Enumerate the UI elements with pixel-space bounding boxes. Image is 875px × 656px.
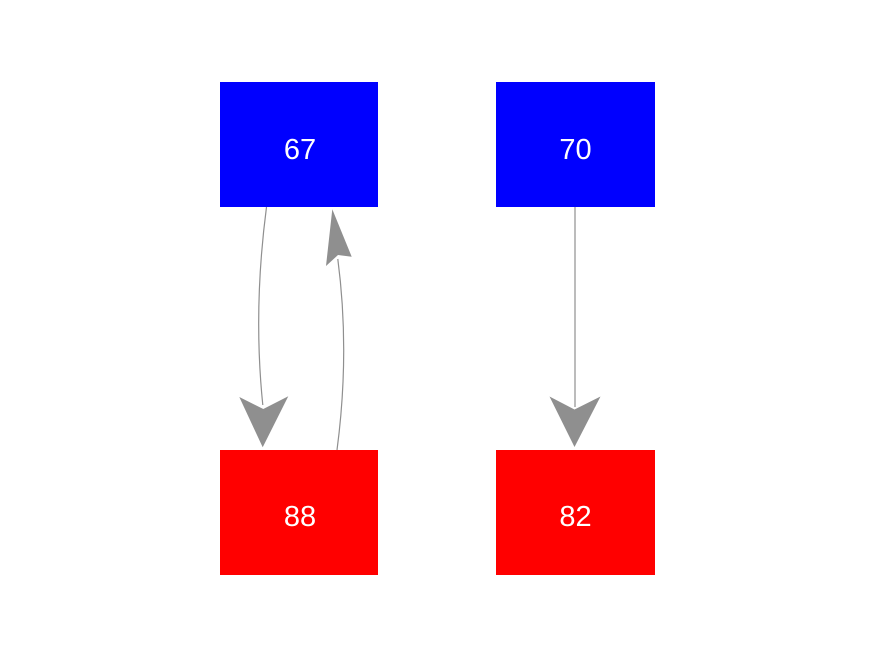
- node-rect-88: [220, 450, 378, 575]
- arrowhead-down-icon: [239, 396, 289, 448]
- node-82: 82: [496, 450, 655, 575]
- arrowhead-down-icon: [549, 396, 601, 447]
- node-67: 67: [220, 82, 378, 207]
- arrowhead-up-icon: [326, 209, 352, 266]
- node-label-67: 67: [284, 134, 316, 166]
- node-rect-70: [496, 82, 655, 207]
- edge-line-88-67: [336, 258, 345, 451]
- node-rect-67: [220, 82, 378, 207]
- edge-70-to-82: [549, 207, 601, 447]
- node-rect-82: [496, 450, 655, 575]
- edge-88-to-67: [326, 209, 352, 451]
- node-label-82: 82: [559, 501, 591, 533]
- node-label-88: 88: [284, 501, 316, 533]
- node-label-70: 70: [559, 134, 591, 166]
- edge-line-67-88: [258, 206, 268, 406]
- edge-67-to-88: [239, 206, 289, 448]
- node-70: 70: [496, 82, 655, 207]
- node-88: 88: [220, 450, 378, 575]
